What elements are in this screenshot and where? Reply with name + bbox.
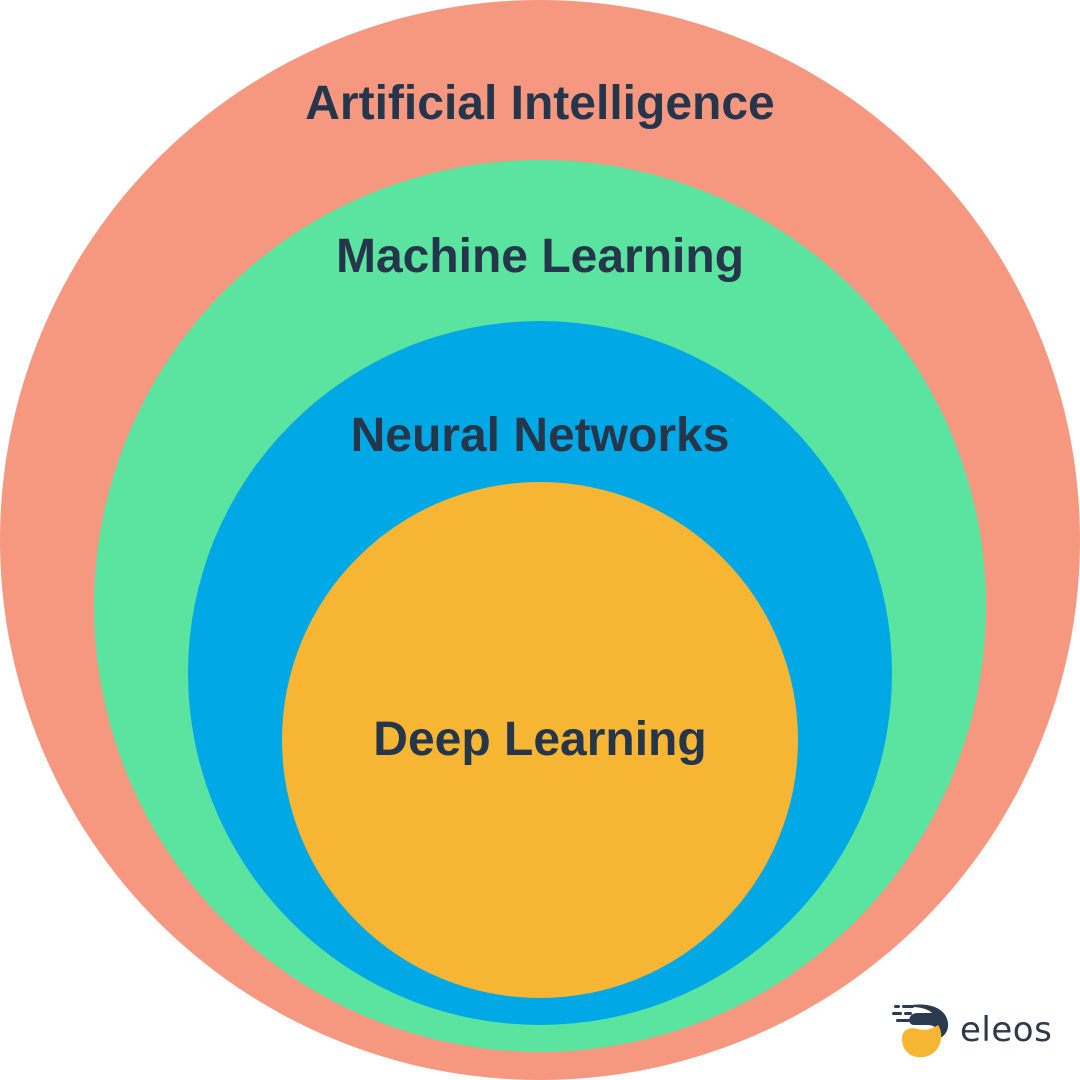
brand-name: eleos: [960, 1010, 1053, 1050]
ai-label: Artificial Intelligence: [305, 77, 775, 130]
ml-label: Machine Learning: [335, 230, 745, 283]
eleos-logo: eleos: [892, 998, 1052, 1062]
eleos-logo-icon: [892, 1004, 949, 1058]
dl-circle: [282, 482, 798, 998]
nn-label: Neural Networks: [350, 409, 730, 462]
dl-label: Deep Learning: [373, 713, 707, 766]
